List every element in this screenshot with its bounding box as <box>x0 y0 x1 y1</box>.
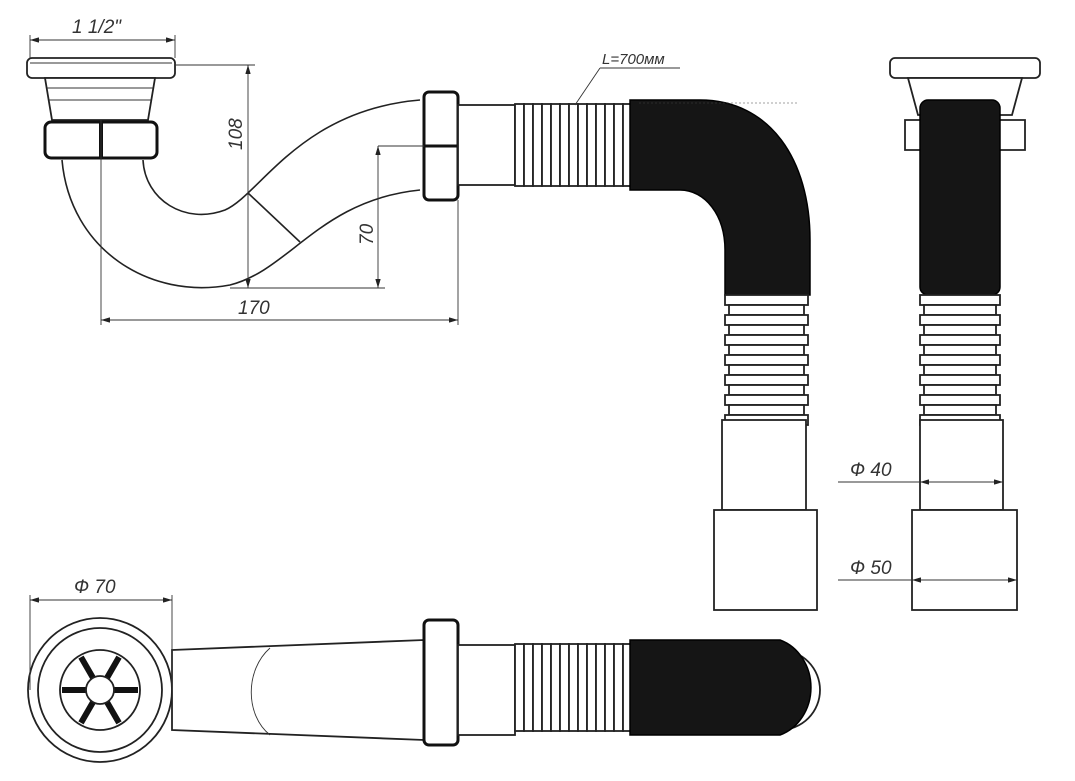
thread-size-label: 1 1/2" <box>72 17 122 38</box>
corrugated-hose-section <box>514 103 633 187</box>
hose-ribs <box>639 102 797 104</box>
outlet-height-label: 70 <box>357 223 378 245</box>
corrugated-hose-vertical <box>724 294 809 426</box>
side-view <box>889 57 1041 611</box>
diameter-40-label: Ф 40 <box>850 460 892 481</box>
width-label: 170 <box>238 298 270 319</box>
side-hose <box>919 99 1001 296</box>
front-view <box>26 57 818 611</box>
dimensions <box>29 35 1017 690</box>
union-nut <box>422 90 460 202</box>
s-trap-pipe <box>61 99 421 325</box>
outlet-pipe-40 <box>721 419 807 511</box>
outlet-pipe-50 <box>713 509 818 611</box>
connector-pipe <box>457 104 516 186</box>
top-corrugated <box>514 643 633 732</box>
diameter-50-label: Ф 50 <box>850 558 892 579</box>
hose-length-label: L=700мм <box>602 51 665 68</box>
top-view <box>27 617 821 763</box>
height-label: 108 <box>226 118 247 150</box>
drain-grate <box>62 655 138 725</box>
side-corrugated <box>919 294 1001 426</box>
flexible-hose-bend <box>629 99 811 296</box>
diameter-70-label: Ф 70 <box>74 577 116 598</box>
